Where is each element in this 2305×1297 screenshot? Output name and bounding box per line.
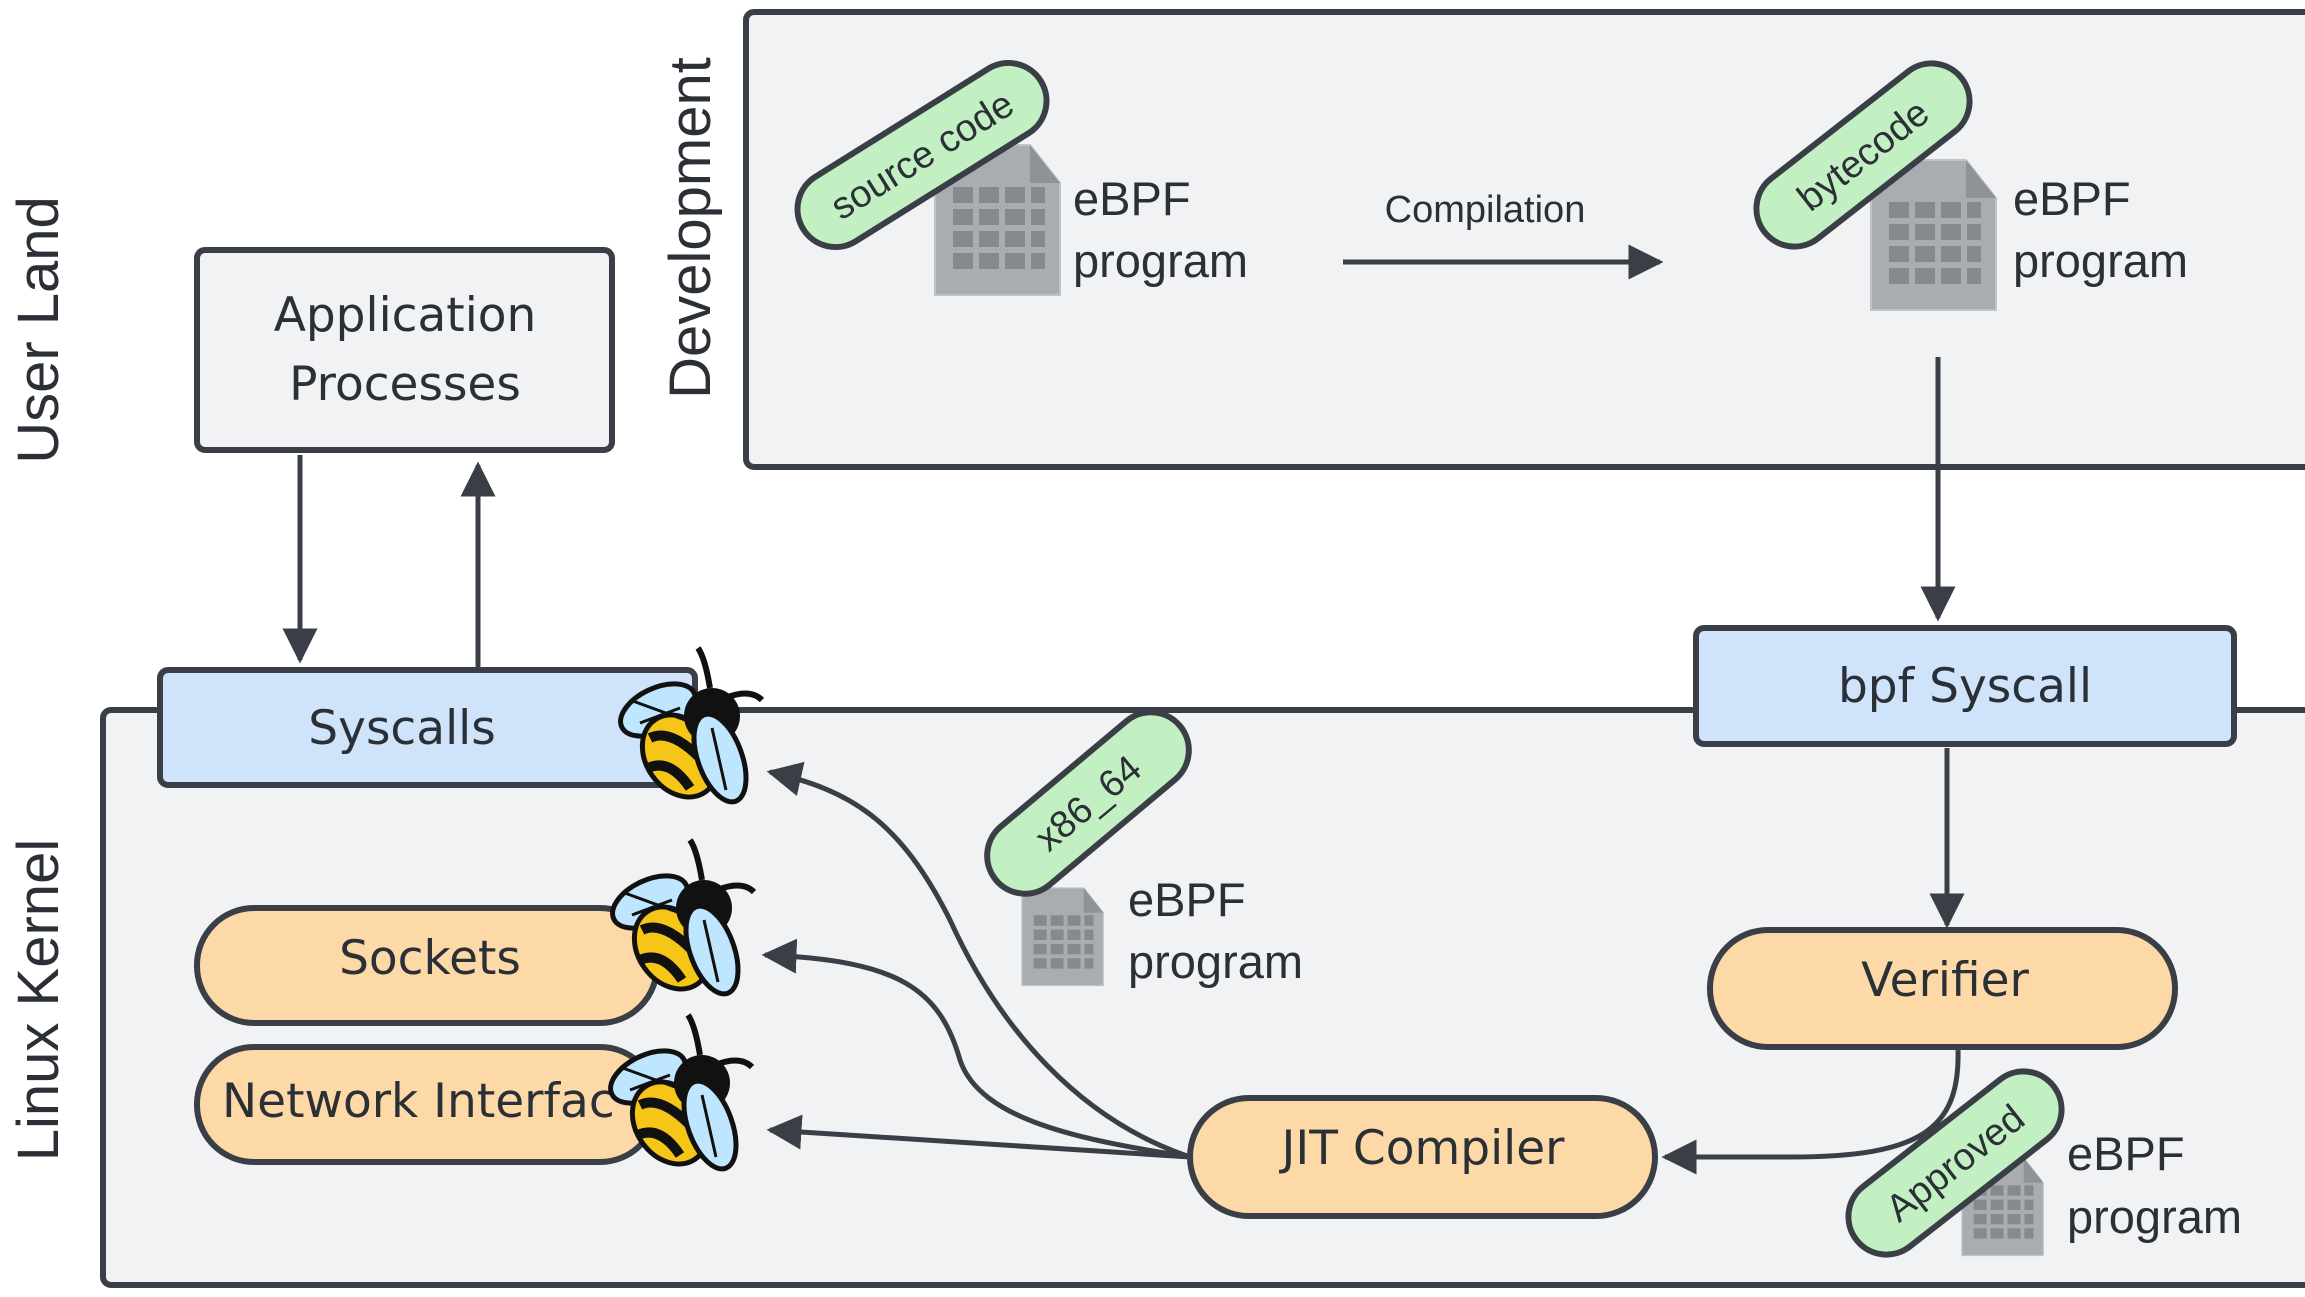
program-label-x86-line1: eBPF: [1128, 873, 1246, 926]
program-label-source-line2: program: [1073, 234, 1248, 287]
bpf-syscall-box: [1693, 625, 2237, 747]
arrow-verifier-to-jit: [1661, 1049, 1961, 1175]
application-processes-box: [194, 247, 615, 453]
sockets-label: Sockets: [339, 931, 521, 986]
arrow-jit-to-sockets-bee: [761, 938, 1191, 1160]
program-label-bytecode-line2: program: [2013, 234, 2188, 287]
program-label-bytecode-line1: eBPF: [2013, 172, 2131, 225]
network-interface-label: Network Interfac: [222, 1074, 615, 1129]
verifier-box: [1707, 927, 2178, 1050]
application-processes-label-line1: Application: [274, 288, 537, 343]
application-processes-label-line2: Processes: [289, 357, 521, 412]
program-label-approved-line2: program: [2067, 1190, 2242, 1243]
region-label-development: Development: [658, 57, 723, 399]
bpf-syscall-label: bpf Syscall: [1838, 659, 2092, 714]
document-icon: [1021, 887, 1104, 987]
verifier-label: Verifier: [1861, 953, 2029, 1008]
program-label-approved-line1: eBPF: [2067, 1127, 2185, 1180]
compilation-label: Compilation: [1385, 189, 1586, 231]
arrow-jit-to-syscalls-bee: [766, 761, 1191, 1160]
jit-compiler-label: JIT Compiler: [1279, 1121, 1566, 1176]
tag-bytecode: bytecode: [1753, 60, 1973, 250]
program-label-x86-line2: program: [1128, 935, 1303, 988]
program-label-source-line1: eBPF: [1073, 172, 1191, 225]
region-label-user-land: User Land: [6, 196, 71, 464]
region-label-linux-kernel: Linux Kernel: [6, 839, 71, 1161]
arrow-jit-to-network-bee: [766, 1114, 1191, 1160]
syscalls-label: Syscalls: [308, 701, 495, 756]
